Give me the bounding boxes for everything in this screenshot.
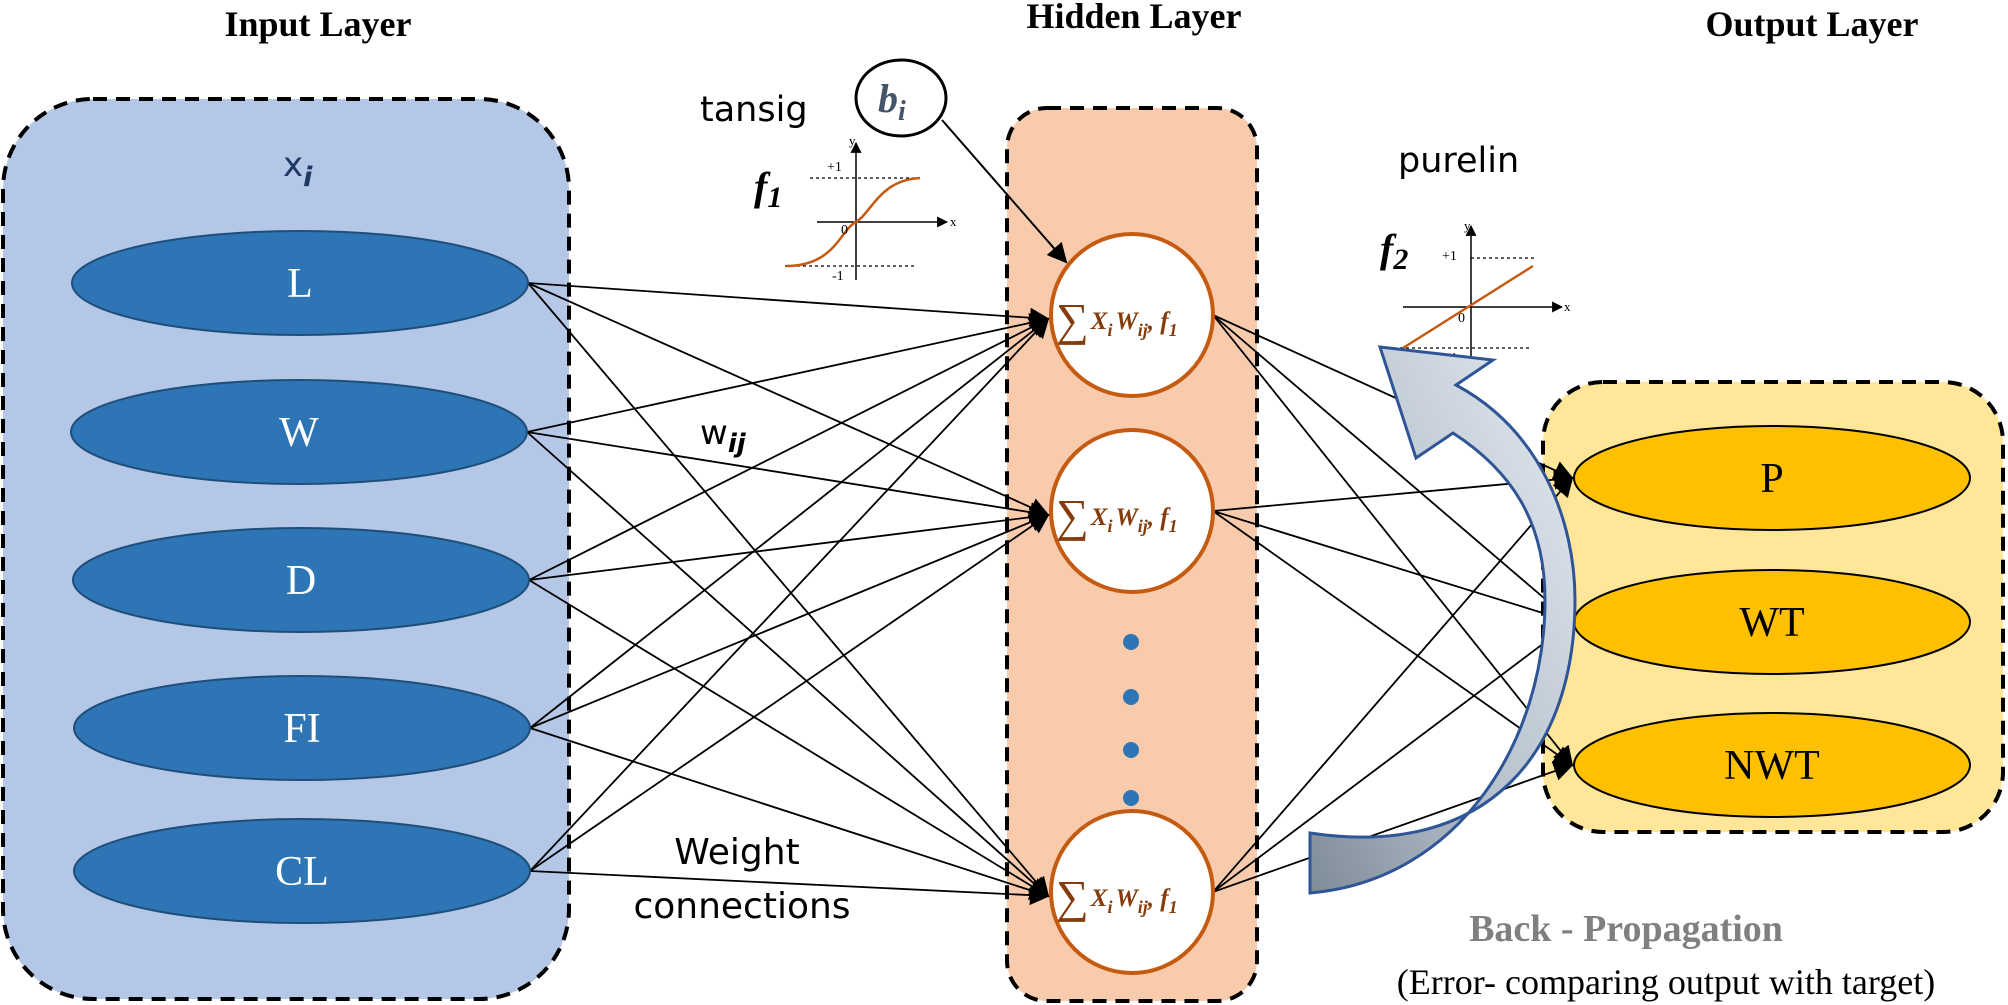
- output-node-nwt: NWT: [1573, 712, 1971, 818]
- purelin-plus-one: +1: [1442, 249, 1457, 264]
- hidden-output-connection: [1212, 620, 1574, 893]
- purelin-zero: 0: [1458, 311, 1465, 326]
- f2-label: f2: [1380, 226, 1408, 276]
- output-node-wt: WT: [1573, 569, 1971, 675]
- output-node-label: P: [1760, 456, 1783, 502]
- tansig-label: tansig: [700, 90, 808, 130]
- input-node-label: W: [279, 410, 319, 456]
- bias-label: b: [878, 76, 898, 121]
- hidden-output-connection: [1212, 761, 1574, 893]
- input-node-fi: FI: [73, 675, 531, 781]
- input-node-label: D: [286, 558, 316, 604]
- purelin-y-axis: y: [1464, 218, 1471, 233]
- output-nodes: P WT NWT: [1573, 425, 1971, 818]
- tansig-y-axis: y: [849, 133, 856, 148]
- input-node-label: CL: [275, 849, 329, 895]
- input-hidden-connection: [526, 431, 1050, 898]
- input-node-cl: CL: [73, 818, 531, 924]
- hidden-output-connection: [1212, 314, 1574, 767]
- hidden-layer-title: Hidden Layer: [1026, 0, 1241, 36]
- back-propagation-arrow: [1308, 345, 1577, 895]
- bias-sub: i: [898, 96, 906, 127]
- svg-text:bi: bi: [878, 76, 906, 127]
- output-node-p: P: [1573, 425, 1971, 531]
- input-hidden-connection: [527, 282, 1050, 898]
- input-nodes: L W D FI CL: [70, 230, 531, 924]
- ellipsis-dot: [1123, 689, 1139, 705]
- tansig-minus-one: -1: [832, 269, 844, 284]
- ellipsis-dot: [1123, 634, 1139, 650]
- input-hidden-connection: [528, 318, 1050, 581]
- hidden-output-connection: [1212, 510, 1574, 767]
- purelin-label: purelin: [1398, 141, 1519, 181]
- input-hidden-connection: [528, 507, 1050, 581]
- tansig-plus-one: +1: [827, 160, 842, 175]
- ellipsis-dot: [1123, 742, 1139, 758]
- weight-connections-line2: connections: [633, 886, 850, 927]
- weight-label: wij: [700, 413, 747, 459]
- back-propagation-title: Back - Propagation: [1469, 908, 1783, 950]
- input-hidden-connection: [529, 317, 1050, 729]
- input-hidden-connection: [526, 431, 1050, 523]
- output-node-label: WT: [1739, 600, 1804, 646]
- input-hidden-connection: [529, 512, 1050, 729]
- bias-node: bi: [854, 58, 1068, 264]
- tansig-activation: tansig f1 +1 -1 0 x y: [700, 90, 957, 284]
- input-hidden-connection: [529, 870, 1050, 906]
- hidden-output-connection: [1212, 510, 1574, 627]
- input-hidden-connection: [529, 513, 1050, 872]
- ellipsis-dot: [1123, 790, 1139, 806]
- tansig-x-axis: x: [950, 214, 957, 229]
- input-node-label: L: [287, 261, 313, 307]
- input-node-d: D: [72, 527, 530, 633]
- hidden-ellipsis-dots: [1123, 634, 1139, 806]
- hidden-output-connection: [1212, 476, 1574, 893]
- input-hidden-connection: [526, 313, 1050, 433]
- input-layer-title: Input Layer: [224, 4, 411, 44]
- purelin-x-axis: x: [1564, 299, 1571, 314]
- output-node-label: NWT: [1724, 743, 1820, 789]
- purelin-activation: purelin f2 +1 -1 0 x y: [1380, 141, 1571, 370]
- input-node-w: W: [70, 379, 528, 485]
- input-hidden-connection: [529, 727, 1050, 900]
- input-vector-label: xi: [283, 145, 313, 193]
- output-layer-title: Output Layer: [1705, 4, 1918, 44]
- back-propagation-subtitle: (Error- comparing output with target): [1397, 962, 1935, 1002]
- input-node-label: FI: [283, 706, 320, 752]
- weight-connections-line1: Weight: [674, 832, 799, 873]
- tansig-zero: 0: [841, 223, 848, 238]
- hidden-output-connection: [1212, 314, 1574, 624]
- input-hidden-connection: [529, 317, 1050, 872]
- input-node-l: L: [71, 230, 529, 336]
- input-hidden-connection: [528, 579, 1050, 898]
- f1-label: f1: [754, 164, 782, 214]
- input-hidden-connection: [527, 282, 1050, 328]
- input-hidden-connection: [527, 282, 1050, 517]
